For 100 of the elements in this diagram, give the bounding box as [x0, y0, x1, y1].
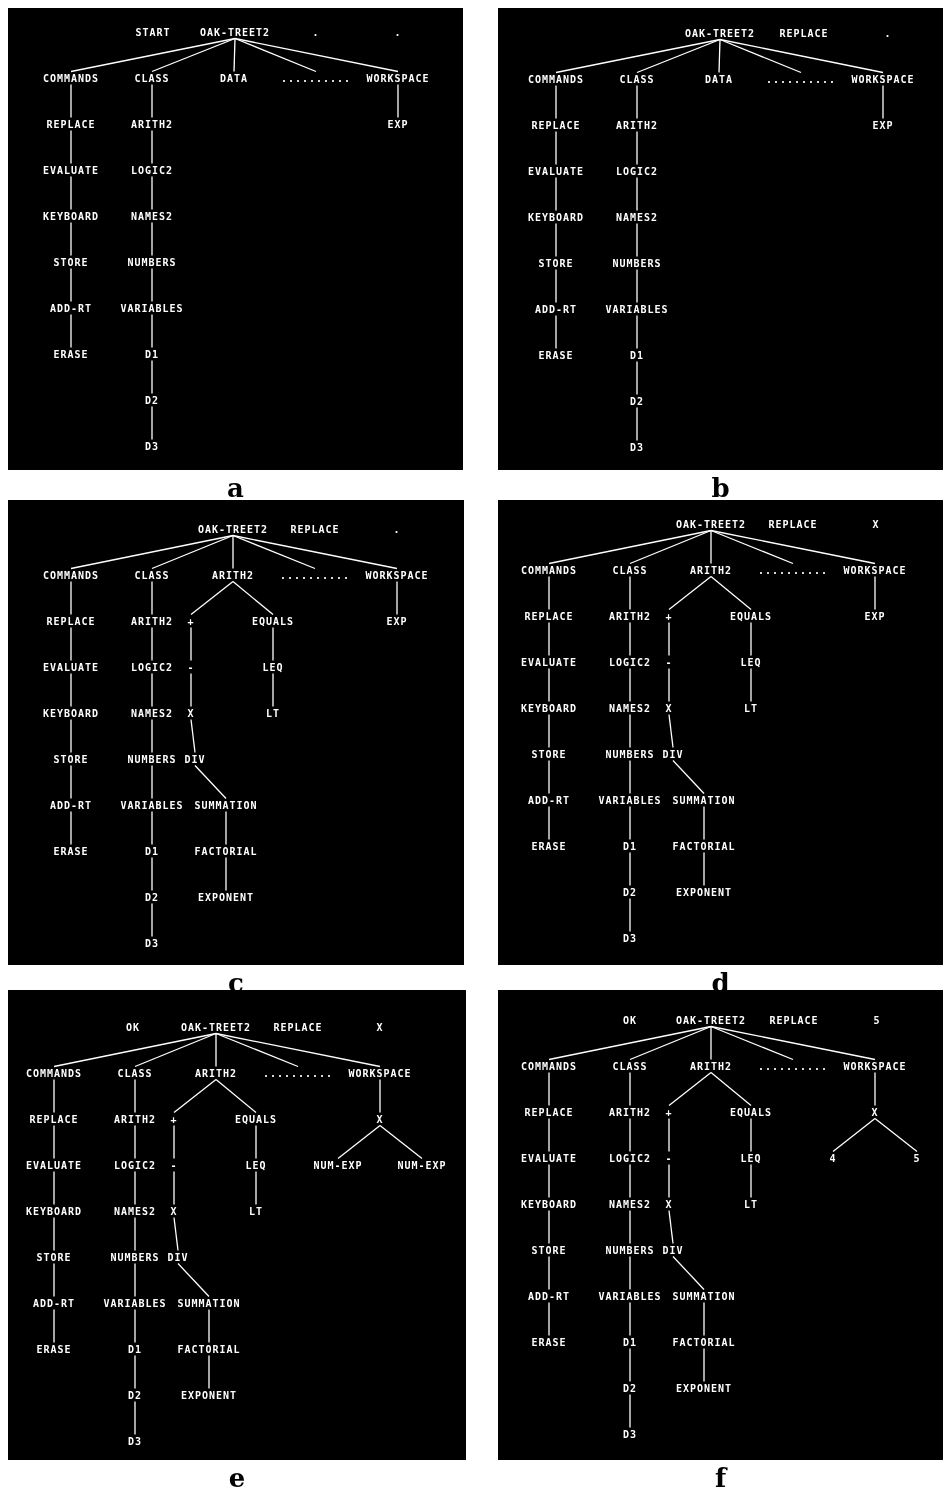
tree-line [703, 805, 705, 841]
tree-line [134, 1124, 136, 1160]
tree-line [710, 529, 712, 565]
node-label: VARIABLES [103, 1296, 167, 1310]
tree-line [272, 672, 274, 708]
tree-line [718, 38, 721, 74]
tree-line [548, 759, 550, 795]
node-label: WORKSPACE [366, 71, 430, 85]
node-label: DIV [167, 1250, 189, 1264]
node-label: X [376, 1112, 384, 1126]
tree-line [190, 626, 192, 662]
status-text: START [135, 26, 171, 38]
tree-line [70, 37, 236, 73]
tree-line [70, 580, 72, 616]
node-label: D1 [145, 844, 159, 858]
tree-line [190, 672, 192, 708]
node-label: STORE [53, 255, 89, 269]
tree-line [173, 1124, 175, 1160]
node-label: .......... [280, 71, 352, 85]
node-label: ARITH2 [689, 1059, 733, 1073]
node-label: DIV [662, 1243, 684, 1257]
tree-line [134, 1170, 136, 1206]
node-label: 5 [913, 1151, 921, 1165]
tree-line [629, 759, 631, 795]
node-label: EVALUATE [527, 164, 585, 178]
tree-line [710, 1025, 794, 1061]
tree-line [53, 1032, 217, 1068]
tree-line [548, 1025, 712, 1061]
node-label: LOGIC2 [113, 1158, 157, 1172]
tree-line [396, 580, 398, 616]
node-label: D1 [623, 839, 637, 853]
node-label: ARITH2 [615, 118, 659, 132]
tree-line [629, 1117, 631, 1153]
tree-line [225, 856, 227, 892]
tree-line [190, 580, 234, 616]
node-label: EXP [864, 609, 886, 623]
node-label: OAK-TREET2 [684, 26, 756, 40]
node-label: COMMANDS [42, 71, 100, 85]
node-label: NUMBERS [127, 752, 177, 766]
tree-line [177, 1262, 210, 1298]
panel-letter: f [714, 1465, 727, 1491]
tree-line [70, 534, 234, 570]
node-label: WORKSPACE [365, 568, 429, 582]
node-label: LEQ [245, 1158, 267, 1172]
tree-line [668, 713, 674, 749]
node-label: OAK-TREET2 [675, 1013, 747, 1027]
node-label: LT [744, 1197, 758, 1211]
tree-line [668, 575, 712, 611]
tree-line [53, 1124, 55, 1160]
tree-line [70, 175, 72, 211]
node-label: DATA [219, 71, 249, 85]
status-text: X [376, 1021, 384, 1033]
node-label: STORE [53, 752, 89, 766]
node-label: FACTORIAL [672, 1335, 736, 1349]
node-label: NAMES2 [130, 209, 174, 223]
node-label: VARIABLES [598, 793, 662, 807]
tree-line [555, 130, 557, 166]
status-text: X [872, 518, 880, 530]
node-label: WORKSPACE [851, 72, 915, 86]
node-label: VARIABLES [598, 1289, 662, 1303]
node-label: X [665, 1197, 673, 1211]
node-label: LOGIC2 [608, 655, 652, 669]
node-label: ADD-RT [49, 798, 93, 812]
tree-line [151, 856, 153, 892]
tree-line [668, 1209, 674, 1245]
tree-line [151, 175, 153, 211]
node-label: REPLACE [46, 614, 96, 628]
node-label: KEYBOARD [527, 210, 585, 224]
node-label: EVALUATE [42, 660, 100, 674]
node-label: ARITH2 [113, 1112, 157, 1126]
tree-line [636, 176, 638, 212]
tree-line [151, 534, 234, 570]
node-label: EXP [387, 117, 409, 131]
node-label: EVALUATE [25, 1158, 83, 1172]
tree-line [134, 1400, 136, 1436]
tree-line [173, 1078, 217, 1114]
tree-line [629, 805, 631, 841]
tree-line [151, 405, 153, 441]
tree-line [629, 1163, 631, 1199]
node-label: EQUALS [729, 1105, 773, 1119]
node-label: .......... [757, 563, 829, 577]
node-label: D3 [623, 931, 637, 945]
node-label: ERASE [53, 347, 89, 361]
tree-line [151, 359, 153, 395]
tree-line [548, 575, 550, 611]
tree-line [70, 221, 72, 257]
status-text: REPLACE [769, 1014, 819, 1026]
tree-line [710, 1025, 712, 1061]
tree-line [232, 534, 234, 570]
node-label: LOGIC2 [608, 1151, 652, 1165]
node-label: STORE [531, 747, 567, 761]
node-label: ADD-RT [527, 1289, 571, 1303]
node-label: NUMBERS [127, 255, 177, 269]
node-label: COMMANDS [520, 1059, 578, 1073]
tree-line [70, 764, 72, 800]
tree-line [379, 1078, 381, 1114]
tree-line [151, 221, 153, 257]
node-label: + [665, 1105, 673, 1119]
node-label: KEYBOARD [25, 1204, 83, 1218]
tree-line [173, 1170, 175, 1206]
